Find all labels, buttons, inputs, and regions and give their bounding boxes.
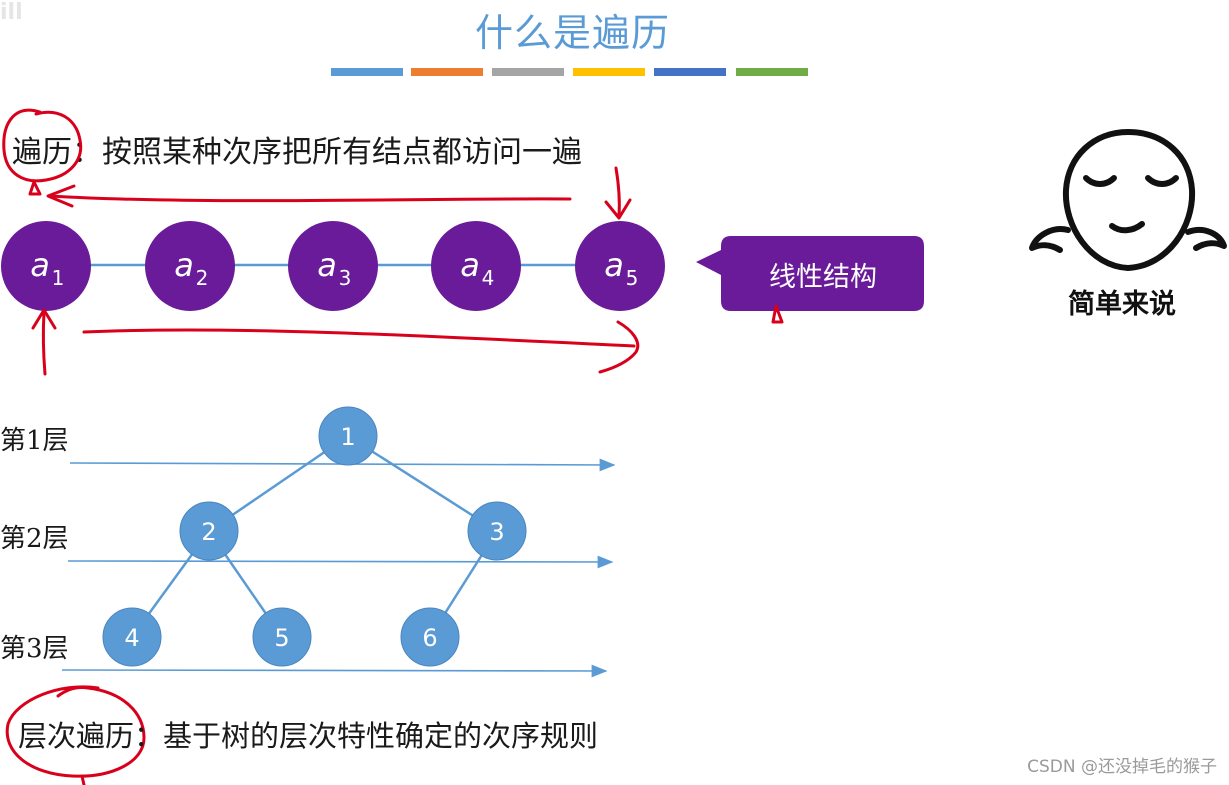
- linear-node: a 4: [431, 221, 521, 311]
- red-annotations: [2, 108, 784, 785]
- level-term-circle-annotation: [5, 685, 146, 778]
- linear-node-letter: a: [604, 246, 624, 284]
- color-bar-segment: [736, 68, 808, 76]
- linear-node: a 5: [575, 221, 665, 311]
- traversal-definition: 遍历：按照某种次序把所有结点都访问一遍: [12, 127, 582, 171]
- linear-node-subscript: 1: [52, 266, 65, 290]
- tree-node: 2: [179, 501, 239, 561]
- linear-node: a 2: [145, 221, 235, 311]
- return-arrow-annotation: [48, 194, 572, 203]
- tree-node: 5: [252, 607, 312, 667]
- corner-logo: ill: [0, 0, 23, 25]
- level-3-arrow: [61, 664, 608, 678]
- tree-node-label: 2: [201, 518, 216, 546]
- linear-node-letter: a: [30, 246, 50, 284]
- level-2-arrow: [67, 555, 614, 569]
- tree-node: 4: [102, 607, 162, 667]
- forward-arrowhead-annotation: [598, 320, 640, 374]
- definition-term: 遍历: [12, 135, 72, 170]
- linear-node-subscript: 2: [196, 266, 209, 290]
- tree-node-label: 5: [274, 624, 289, 652]
- definition-text: ：按照某种次序把所有结点都访问一遍: [72, 135, 582, 170]
- page-title: 什么是遍历: [474, 11, 670, 55]
- small-mark-annotation: [28, 180, 42, 196]
- tree-node-label: 6: [422, 624, 437, 652]
- linear-node-subscript: 3: [339, 266, 352, 290]
- level-order-term: 层次遍历: [18, 719, 135, 753]
- linear-node-letter: a: [317, 246, 337, 284]
- color-bar-segment: [331, 68, 403, 76]
- meme-caption: 简单来说: [1068, 289, 1176, 320]
- down-arrow-annotation: [614, 166, 621, 218]
- color-bar-segment: [654, 68, 726, 76]
- tree-node: 6: [400, 607, 460, 667]
- tree-level-label: 第3层: [0, 634, 69, 664]
- shrug-face-icon: [1029, 129, 1227, 271]
- tree-node: 1: [318, 406, 378, 466]
- up-arrow-annotation: [41, 310, 47, 376]
- tree-level-label: 第1层: [0, 426, 69, 456]
- linear-node-letter: a: [174, 246, 194, 284]
- color-bar-segment: [573, 68, 645, 76]
- watermark: CSDN @还没掉毛的猴子: [1027, 757, 1217, 777]
- tree-node-label: 4: [124, 624, 139, 652]
- callout-bubble: [696, 236, 924, 311]
- color-bar-segment: [492, 68, 564, 76]
- callout-label: 线性结构: [769, 261, 877, 293]
- linear-node-letter: a: [460, 246, 480, 284]
- color-bar-segment: [411, 68, 483, 76]
- down-arrowhead-annotation: [604, 198, 632, 220]
- level-mark-annotation: [80, 774, 86, 785]
- linear-node-subscript: 5: [626, 266, 639, 290]
- tree-node-label: 1: [340, 423, 355, 451]
- forward-arrow-annotation: [82, 328, 636, 348]
- level-order-definition: 层次遍历：基于树的层次特性确定的次序规则: [18, 713, 598, 755]
- return-arrowhead-annotation: [46, 184, 76, 208]
- level-order-text: ：基于树的层次特性确定的次序规则: [134, 719, 599, 753]
- linear-list: a 1 a 2 a 3 a 4 a 5: [1, 221, 665, 311]
- up-arrowhead-annotation: [31, 308, 57, 330]
- tree-node-label: 3: [489, 518, 504, 546]
- linear-node-subscript: 4: [482, 266, 495, 290]
- callout-mark-annotation: [771, 304, 784, 324]
- tree-level-label: 第2层: [0, 524, 69, 554]
- linear-node: a 3: [288, 221, 378, 311]
- term-circle-annotation: [2, 108, 83, 183]
- linear-node: a 1: [1, 221, 91, 311]
- tree-node: 3: [467, 501, 527, 561]
